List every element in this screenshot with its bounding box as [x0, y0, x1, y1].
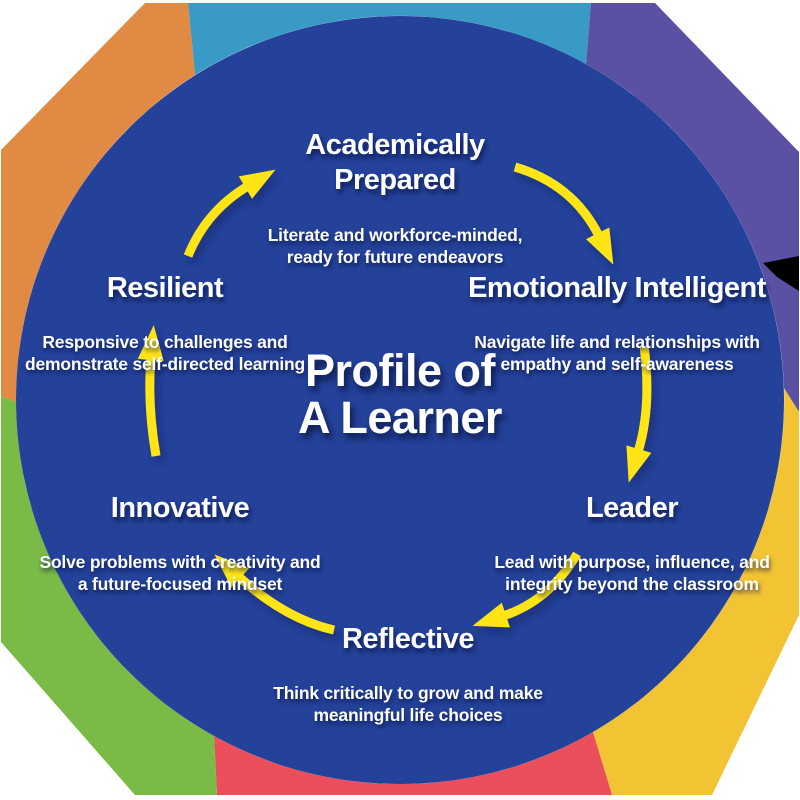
section-desc-resilient: Responsive to challenges and demonstrate… — [24, 331, 306, 375]
arrow-reflective-to-innovative — [214, 554, 336, 635]
section-title-leader: Leader — [585, 491, 679, 524]
section-emotionally-intelligent: Emotionally Intelligent Navigate life an… — [437, 251, 797, 395]
ring-segment-reflective — [214, 732, 612, 795]
section-leader: Leader Lead with purpose, influence, and… — [452, 471, 800, 615]
diagram-title: Profile of A Learner — [298, 345, 502, 444]
section-desc-emotionally-intelligent: Navigate life and relationships with emp… — [474, 331, 760, 375]
ring-segment-innovative — [1, 396, 217, 795]
section-academically-prepared: Academically Prepared Literate and workf… — [195, 108, 595, 288]
section-desc-academically-prepared: Literate and workforce-minded, ready for… — [267, 224, 523, 268]
black-artifact-shape — [763, 256, 799, 291]
section-title-emotionally-intelligent: Emotionally Intelligent — [468, 271, 766, 304]
section-innovative: Innovative Solve problems with creativit… — [0, 471, 360, 615]
section-resilient: Resilient Responsive to challenges and d… — [0, 251, 340, 395]
arrow-innovative-to-resilient — [137, 325, 164, 457]
section-title-reflective: Reflective — [341, 622, 475, 655]
ring-segment-emotionally-intelligent — [586, 3, 799, 412]
arrow-emotionally-intelligent-to-leader — [626, 345, 652, 483]
arrow-academically-prepared-to-emotionally-intelligent — [513, 162, 614, 265]
section-title-academically-prepared: Academically Prepared — [305, 128, 485, 197]
section-title-innovative: Innovative — [110, 491, 250, 524]
section-desc-reflective: Think critically to grow and make meanin… — [273, 682, 543, 726]
section-desc-leader: Lead with purpose, influence, and integr… — [494, 551, 770, 595]
ring-segment-academically-prepared — [188, 3, 591, 75]
ring-segment-leader — [593, 388, 799, 795]
section-desc-innovative: Solve problems with creativity and a fut… — [39, 551, 321, 595]
arrow-resilient-to-academically-prepared — [183, 169, 276, 258]
inner-circle — [16, 16, 784, 784]
section-reflective: Reflective Think critically to grow and … — [228, 602, 588, 746]
ring-segment-resilient — [1, 3, 195, 402]
arrow-leader-to-reflective — [472, 551, 581, 628]
section-title-resilient: Resilient — [106, 271, 224, 304]
